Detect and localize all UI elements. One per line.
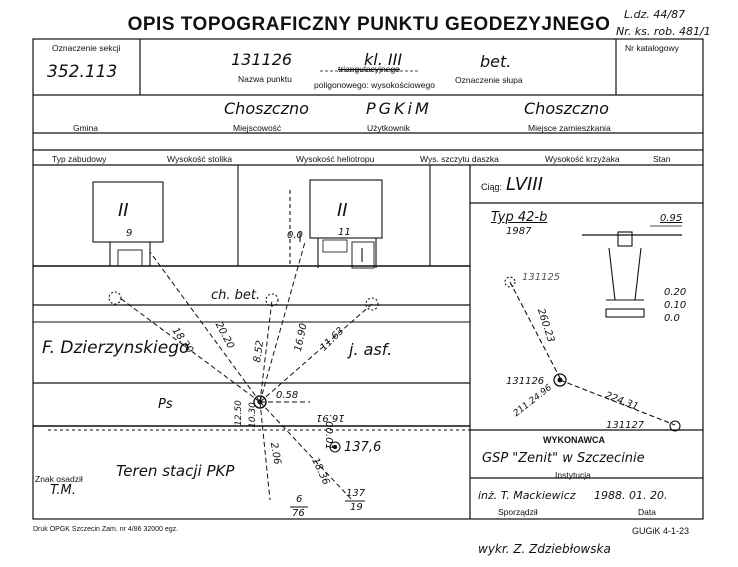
road-top-label: ch. bet. [211,288,261,303]
ldz-note: L.dz. 44/87 [624,8,686,21]
depth-095: 0.95 [660,213,683,224]
oznaczenie-slupa-label: Oznaczenie słupa [455,75,523,85]
dist-0-58: 0.58 [276,390,299,401]
znak-osadzil-label: Znak osadził [35,474,83,484]
fraction-top-left: 6 [296,494,303,505]
wykonawca-label: WYKONAWCA [543,435,605,445]
building-left-label: II [118,200,129,221]
point-131125: 131125 [522,272,561,283]
fraction-top-right: 137 [346,488,366,499]
building-right-number: 11 [338,227,351,238]
stan-label: Stan [653,154,671,164]
building-left-number: 9 [126,228,133,239]
depth-00: 0.0 [664,313,680,324]
geodetic-point [253,395,267,409]
ciag-label: Ciąg: [481,182,503,192]
levelling-value: 137,6 [344,440,382,455]
znak-osadzil-value: T.M. [50,483,76,498]
poligonowego-label: poligonowego: wysokościowego [314,80,435,90]
miejsce-label: Miejsce zamieszkania [528,123,611,133]
dist-10-30: 10.30 [247,402,258,428]
wys-stolika-label: Wysokość stolika [167,154,233,164]
wykr-label: wykr. Z. Zdziebłowska [478,542,611,556]
typ-label: Typ 42-b [491,210,548,225]
wys-krzyzaka-label: Wysokość krzyżaka [545,154,620,164]
ciag-value: LVIII [506,174,543,195]
corner-label: 0.0 [287,230,303,241]
print-info: Druk OPGK Szczecin Zam. nr 4/86 32000 eg… [33,526,179,533]
gugik-label: GUGiK 4-1-23 [632,526,690,536]
gmina-value: Choszczno [224,99,309,118]
klasa-value: kl. III [364,50,403,69]
building-left [92,181,164,243]
oznaczenie-sekcji-label: Oznaczenie sekcji [52,43,121,53]
material-value: bet. [480,52,512,71]
ps-label: Ps [158,397,173,412]
wys-heliotropu-label: Wysokość heliotropu [296,154,375,164]
miejscowosc-label: Miejscowość [233,123,282,133]
sporzadzil-label: Sporządził [498,507,538,517]
depth-020: 0.20 [664,287,687,298]
page-title: OPIS TOPOGRAFICZNY PUNKTU GEODEZYJNEGO [127,14,611,35]
nr-katalogowy-label: Nr katalogowy [625,43,679,53]
fraction-bottom-left: 76 [292,508,305,519]
street-name: F. Dzierzynskiego [42,338,190,358]
terrain-label: Teren stacji PKP [116,462,235,480]
uzytkownik-label: Użytkownik [367,123,410,133]
dist-00-01: 00.01 [322,421,334,450]
building-right-label: II [337,200,348,221]
dist-12-50: 12.50 [233,400,244,426]
gmina-label: Gmina [73,123,99,133]
wykonawca-value: GSP "Zenit" w Szczecinie [482,451,645,466]
date-value: 1988. 01. 20. [594,489,668,502]
point-131127: 131127 [606,420,645,431]
point-131126: 131126 [506,376,545,387]
road-asf-label: j. asf. [349,340,393,359]
form-frame [32,38,704,520]
year-label: 1987 [506,226,532,237]
wys-szczytu-label: Wys. szczytu daszka [420,154,499,164]
depth-010: 0.10 [664,300,687,311]
sporzadzil-value: inż. T. Mackiewicz [478,489,576,502]
nazwa-punktu-label: Nazwa punktu [238,74,292,84]
miejscowosc-value: PGKiM [366,99,432,118]
nr-ks-note: Nr. ks. rob. 481/1 [616,25,711,38]
triangulacyjnego-label: triangulacyjnego [338,64,400,74]
typ-zabudowy-label: Typ zabudowy [52,154,107,164]
fraction-bottom-right: 19 [350,502,363,513]
nr-punktu-value: 131126 [231,50,293,69]
data-label: Data [638,507,656,517]
oznaczenie-sekcji-value: 352.113 [47,62,118,82]
building-right [309,179,383,239]
miejsce-value: Choszczno [524,99,609,118]
instytucja-label: Instytucja [555,470,591,480]
